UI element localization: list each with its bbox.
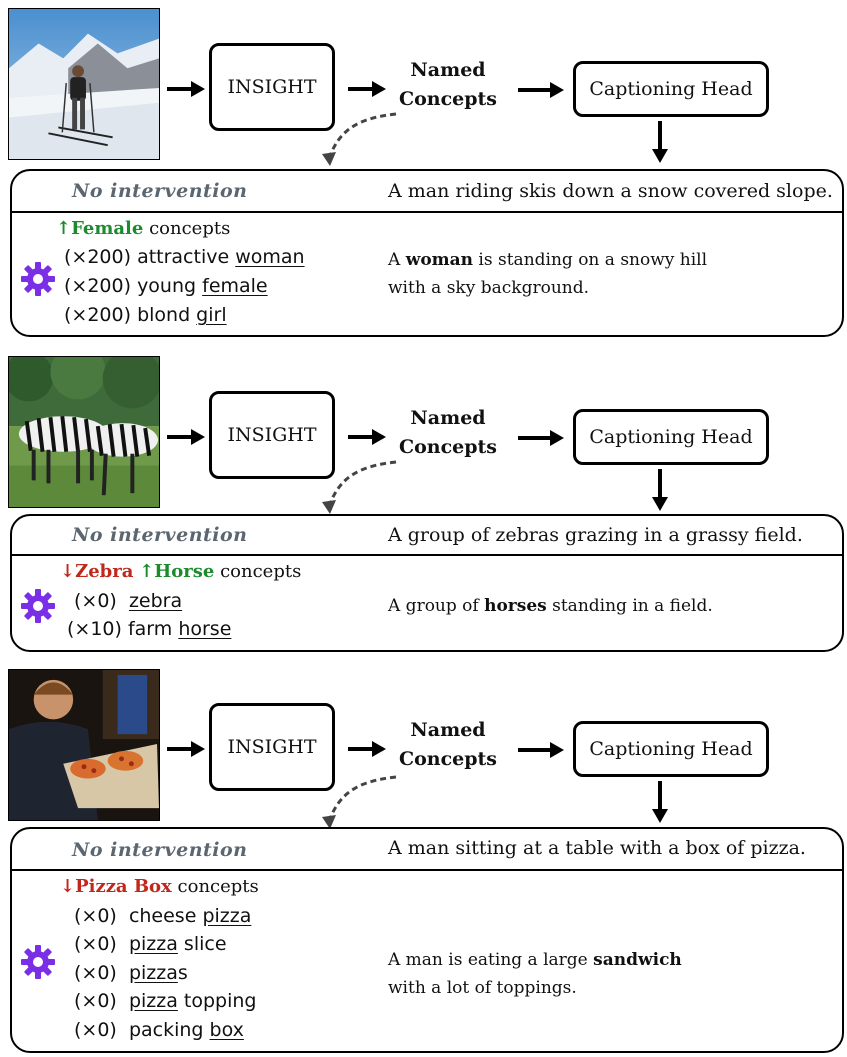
panel-2: INSIGHT Named Concepts Captioning Head N… (0, 348, 847, 658)
named-concepts-label: Named Concepts (384, 56, 512, 114)
captioning-head-label: Captioning Head (589, 738, 753, 760)
named-line2: Concepts (398, 748, 498, 770)
base-caption: A group of zebras grazing in a grassy fi… (388, 524, 803, 546)
captioning-head-box: Captioning Head (573, 721, 769, 777)
concept-suffix: concepts (149, 218, 231, 239)
insight-box: INSIGHT (209, 703, 335, 791)
concept-row: (×0) pizza topping (74, 990, 257, 1012)
concept-row: (×200) attractive woman (64, 246, 305, 268)
result-box: No intervention A group of zebras grazin… (10, 514, 844, 652)
concept-header: ↑Female concepts (56, 218, 230, 239)
no-intervention-label: No intervention (72, 180, 248, 202)
insight-label: INSIGHT (227, 76, 317, 98)
concept-row: (×0) pizza slice (74, 933, 227, 955)
arrow-right-icon (348, 429, 386, 445)
arrow-down-icon (652, 781, 668, 823)
concept-row: (×0) cheese pizza (74, 905, 252, 927)
concept-row: (×0) pizzas (74, 962, 188, 984)
result-header: No intervention A man sitting at a table… (12, 829, 842, 871)
base-caption: A man riding skis down a snow covered sl… (388, 180, 833, 202)
concept-row: (×200) blond girl (64, 304, 227, 326)
dashed-curved-arrow-icon (322, 460, 397, 514)
insight-label: INSIGHT (227, 736, 317, 758)
gear-icon (21, 589, 55, 623)
concept-direction: ↓Zebra (60, 561, 134, 582)
arrow-right-icon (518, 742, 564, 758)
concept-direction: ↑Horse (139, 561, 215, 582)
dashed-curved-arrow-icon (322, 112, 397, 166)
pizza-photo (8, 669, 160, 821)
base-caption: A man sitting at a table with a box of p… (388, 837, 806, 859)
arrow-right-icon (518, 430, 564, 446)
concept-suffix: concepts (177, 876, 259, 897)
concept-row: (×10) farm horse (67, 618, 232, 640)
arrow-down-icon (652, 469, 668, 511)
arrow-right-icon (348, 81, 386, 97)
concept-header: ↓Zebra ↑Horse concepts (60, 561, 301, 582)
arrow-down-icon (652, 121, 668, 163)
result-header: No intervention A group of zebras grazin… (12, 516, 842, 556)
captioning-head-label: Captioning Head (589, 426, 753, 448)
concept-row: (×0) packing box (74, 1019, 244, 1041)
arrow-right-icon (518, 82, 564, 98)
concept-header: ↓Pizza Box concepts (60, 876, 259, 897)
concept-direction: ↓Pizza Box (60, 876, 172, 897)
zebra-photo (8, 356, 160, 508)
captioning-head-box: Captioning Head (573, 409, 769, 465)
insight-label: INSIGHT (227, 424, 317, 446)
named-line2: Concepts (398, 88, 498, 110)
dashed-curved-arrow-icon (322, 775, 397, 829)
arrow-right-icon (167, 429, 205, 445)
result-box: No intervention A man sitting at a table… (10, 827, 844, 1053)
named-line1: Named (410, 719, 486, 741)
gear-icon (21, 945, 55, 979)
named-line1: Named (410, 59, 486, 81)
concept-suffix: concepts (220, 561, 302, 582)
captioning-head-box: Captioning Head (573, 61, 769, 117)
concept-direction: ↑Female (56, 218, 144, 239)
panel-1: INSIGHT Named Concepts Captioning Head N… (0, 0, 847, 345)
skier-photo (8, 8, 160, 160)
concept-row: (×200) young female (64, 275, 268, 297)
named-concepts-label: Named Concepts (384, 716, 512, 774)
no-intervention-label: No intervention (72, 839, 248, 861)
panel-3: INSIGHT Named Concepts Captioning Head N… (0, 661, 847, 1057)
result-header: No intervention A man riding skis down a… (12, 171, 842, 213)
insight-box: INSIGHT (209, 391, 335, 479)
intervened-caption: A man is eating a large sandwich with a … (388, 950, 682, 998)
gear-icon (21, 262, 55, 296)
intervened-caption: A woman is standing on a snowy hill with… (388, 250, 708, 298)
arrow-right-icon (348, 741, 386, 757)
arrow-right-icon (167, 741, 205, 757)
named-concepts-label: Named Concepts (384, 404, 512, 462)
named-line2: Concepts (398, 436, 498, 458)
result-box: No intervention A man riding skis down a… (10, 169, 844, 337)
insight-box: INSIGHT (209, 43, 335, 131)
intervened-caption: A group of horses standing in a field. (388, 596, 713, 616)
named-line1: Named (410, 407, 486, 429)
arrow-right-icon (167, 81, 205, 97)
captioning-head-label: Captioning Head (589, 78, 753, 100)
concept-row: (×0) zebra (74, 590, 183, 612)
no-intervention-label: No intervention (72, 524, 248, 546)
